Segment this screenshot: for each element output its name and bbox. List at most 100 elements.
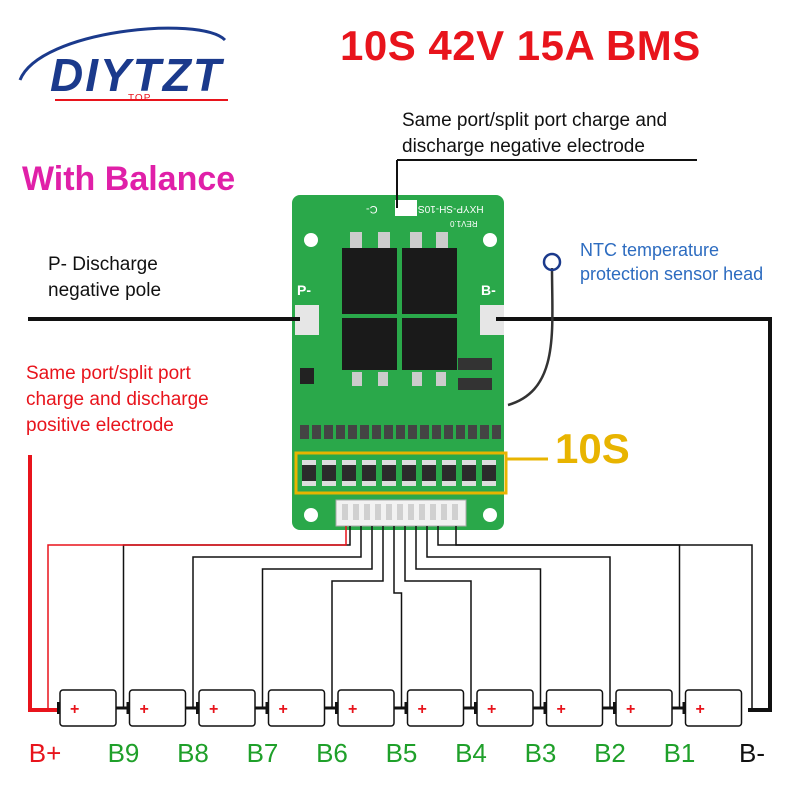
terminal-label-b8: B8 xyxy=(177,738,209,768)
logo-text: DIYTZT xyxy=(50,49,223,101)
battery-cell: + xyxy=(613,689,673,727)
terminal-label-b9: B9 xyxy=(107,738,140,768)
balance-wires xyxy=(47,526,753,708)
ntc-line-1: NTC temperature xyxy=(580,240,720,260)
balance-resistor xyxy=(482,460,496,486)
terminal-label-b2: B2 xyxy=(594,738,626,768)
connector-pin xyxy=(441,504,447,520)
connector-pin xyxy=(364,504,370,520)
balance-wire xyxy=(393,526,403,708)
smd-resistor xyxy=(492,425,501,439)
positive-callout: Same port/split port charge and discharg… xyxy=(26,361,209,439)
connector-pin xyxy=(419,504,425,520)
connector-pin xyxy=(452,504,458,520)
top-negative-line-2: discharge negative electrode xyxy=(402,136,645,157)
connector-pins xyxy=(342,504,458,520)
balance-wire xyxy=(426,526,611,708)
balance-wire-b-plus xyxy=(47,526,347,708)
battery-cell: + xyxy=(126,689,187,727)
smd-resistor xyxy=(408,425,417,439)
pad-label-c-minus: C- xyxy=(366,203,378,215)
battery-cells: + + + + + + + + + + xyxy=(57,689,743,727)
battery-cell: + xyxy=(543,689,604,727)
balance-wire xyxy=(192,526,362,708)
connector-pin xyxy=(408,504,414,520)
board-model-silk: HXYP-SH-10S xyxy=(418,203,484,214)
smd-resistor xyxy=(324,425,333,439)
cell-positive-symbol: + xyxy=(487,701,496,718)
b-minus-wire xyxy=(496,317,772,712)
ntc-line-2: protection sensor head xyxy=(580,264,764,284)
positive-line-2: charge and discharge xyxy=(26,389,209,410)
series-label: 10S xyxy=(555,425,630,472)
cell-positive-symbol: + xyxy=(209,701,218,718)
connector-pin xyxy=(353,504,359,520)
battery-cell: + xyxy=(57,689,117,727)
terminal-label-b6: B6 xyxy=(316,738,348,768)
smd-resistor xyxy=(348,425,357,439)
balance-resistor xyxy=(462,460,476,486)
connector-pin xyxy=(397,504,403,520)
ntc-sensor-wire xyxy=(507,267,554,407)
ntc-callout: NTC temperature protection sensor head xyxy=(580,238,763,286)
smd-resistor xyxy=(480,425,489,439)
balance-wire xyxy=(331,526,384,708)
ntc-sensor-head-icon xyxy=(542,252,562,272)
smd-resistor xyxy=(468,425,477,439)
terminal-label-bplus: B+ xyxy=(28,738,62,768)
top-negative-callout: Same port/split port charge and discharg… xyxy=(402,108,667,160)
smd-resistor xyxy=(432,425,441,439)
positive-line-3: positive electrode xyxy=(26,415,174,436)
logo-swoosh xyxy=(18,26,227,81)
positive-line-1: Same port/split port xyxy=(26,363,191,384)
cell-positive-symbol: + xyxy=(348,701,357,718)
page-title: 10S 42V 15A BMS xyxy=(340,22,701,69)
smd-resistor xyxy=(360,425,369,439)
battery-cell: + xyxy=(404,689,465,727)
smd-component-row-balance xyxy=(302,460,496,486)
board-rev-silk: REV1.0 xyxy=(450,219,478,228)
smd-resistor xyxy=(420,425,429,439)
balance-wire-b-minus xyxy=(455,526,753,708)
smd-resistor xyxy=(384,425,393,439)
cell-positive-symbol: + xyxy=(279,701,288,718)
terminal-label-b1: B1 xyxy=(663,738,696,768)
connector-pin xyxy=(375,504,381,520)
battery-cell: + xyxy=(335,689,395,727)
balance-resistor xyxy=(402,460,416,486)
connector-pin xyxy=(342,504,348,520)
battery-cell: + xyxy=(196,689,256,727)
pad-label-b-minus: B- xyxy=(481,282,496,298)
p-minus-callout: P- Discharge negative pole xyxy=(48,252,161,304)
connector-pin xyxy=(386,504,392,520)
balance-label: With Balance xyxy=(22,160,236,198)
battery-cell: + xyxy=(474,689,534,727)
cell-positive-symbol: + xyxy=(696,701,705,718)
smd-component-row-top xyxy=(300,425,501,439)
terminal-label-b5: B5 xyxy=(385,738,418,768)
terminal-label-b3: B3 xyxy=(524,738,557,768)
smd-resistor xyxy=(336,425,345,439)
smd-resistor xyxy=(300,425,309,439)
terminal-label-b7: B7 xyxy=(246,738,279,768)
cell-positive-symbol: + xyxy=(557,701,566,718)
balance-resistor xyxy=(322,460,336,486)
smd-resistor xyxy=(312,425,321,439)
pad-label-p-minus: P- xyxy=(297,282,311,298)
balance-resistor xyxy=(362,460,376,486)
cell-positive-symbol: + xyxy=(140,701,149,718)
logo-subtext: TOP xyxy=(128,93,152,104)
battery-cell: + xyxy=(682,689,743,727)
cell-positive-symbol: + xyxy=(626,701,635,718)
balance-wire xyxy=(261,526,373,708)
balance-resistor xyxy=(342,460,356,486)
balance-wire xyxy=(437,526,681,708)
balance-wire xyxy=(415,526,542,708)
balance-wire xyxy=(122,526,351,708)
balance-resistor xyxy=(382,460,396,486)
terminal-label-b4: B4 xyxy=(455,738,487,768)
cell-positive-symbol: + xyxy=(418,701,427,718)
balance-highlight-box xyxy=(294,451,508,495)
p-minus-line-2: negative pole xyxy=(48,280,162,301)
balance-wire xyxy=(404,526,472,708)
